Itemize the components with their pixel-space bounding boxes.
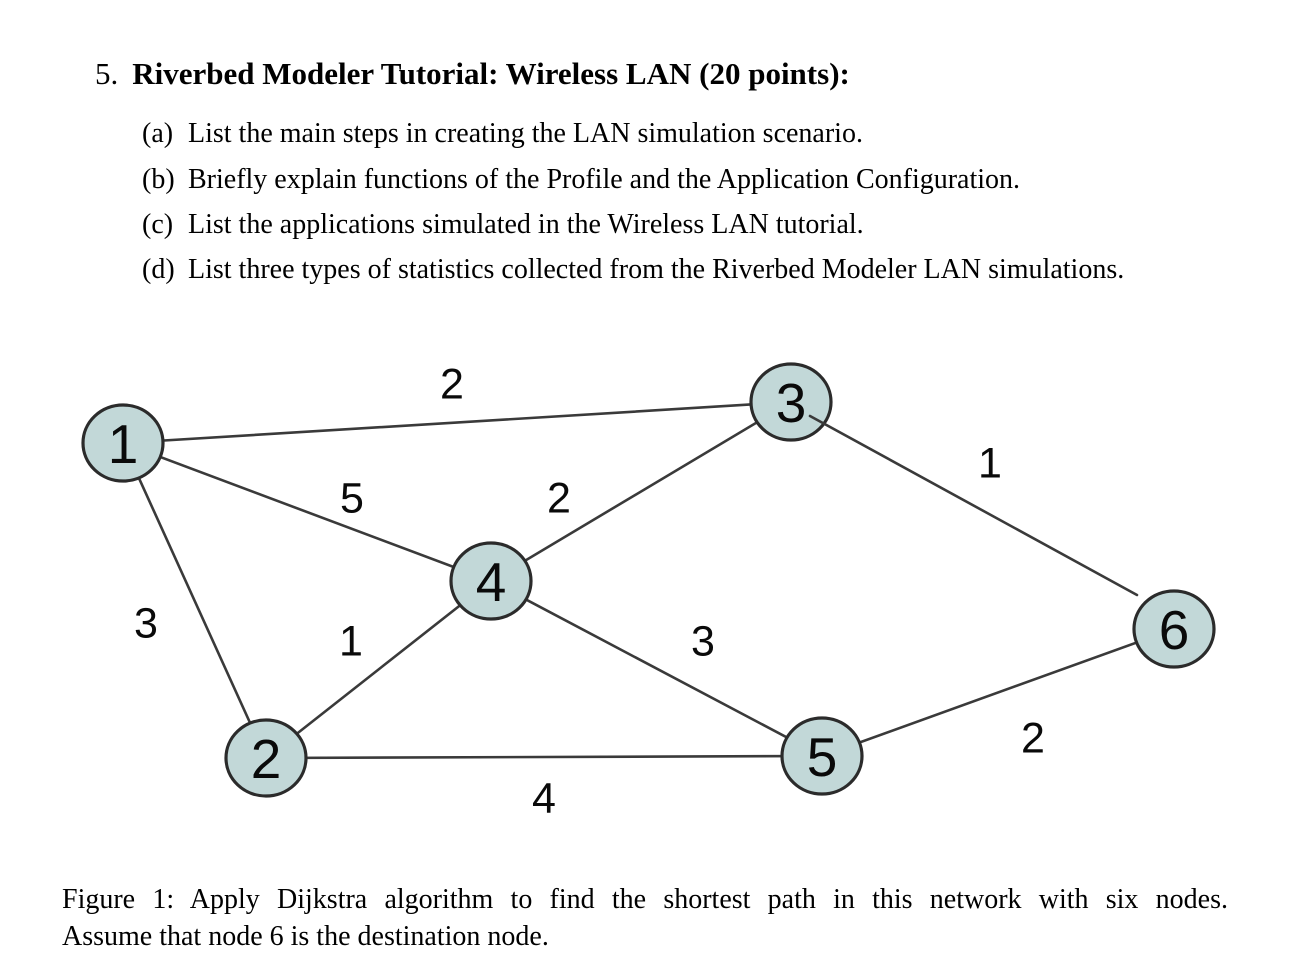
graph-node-1: [81, 403, 165, 483]
graph-node-label-2: 2: [251, 728, 282, 790]
list-item-c-label: (c): [142, 209, 174, 240]
graph-node-label-1: 1: [108, 413, 139, 475]
graph-node-label-3: 3: [776, 372, 807, 434]
edge-weight-2-4: 1: [339, 617, 363, 665]
graph-edge-5-6: [820, 627, 1176, 758]
graph-node-label-5: 5: [807, 726, 838, 788]
graph-nodes-layer: 1 2 3 4 5 6: [81, 362, 1216, 798]
graph-edge-1-2: [121, 441, 268, 760]
graph-node-6: [1132, 589, 1216, 669]
graph-edges-layer: [121, 400, 1176, 760]
list-item-a-text: List the main steps in creating the LAN …: [188, 118, 863, 149]
list-item-d-label: (d): [142, 254, 175, 285]
graph-node-2: [224, 718, 308, 798]
figure-caption-line-1: Figure 1: Apply Dijkstra algorithm to fi…: [62, 884, 1228, 915]
problem-title: Riverbed Modeler Tutorial: Wireless LAN …: [132, 56, 850, 91]
figure-caption-line-2: Assume that node 6 is the destination no…: [62, 921, 549, 952]
edge-weight-2-5: 4: [532, 774, 556, 822]
graph-node-label-4: 4: [476, 551, 507, 613]
problem-heading: 5. Riverbed Modeler Tutorial: Wireless LA…: [95, 56, 850, 92]
graph-edges-top-layer: [808, 414, 1139, 597]
edge-weight-3-4: 2: [547, 474, 571, 522]
edge-weight-4-5: 3: [691, 617, 715, 665]
graph-edge-1-4: [121, 441, 493, 583]
graph-edge-4-5: [489, 579, 824, 758]
list-item-b-label: (b): [142, 164, 175, 195]
edge-weight-1-4: 5: [340, 474, 364, 522]
list-item-a-label: (a): [142, 118, 174, 149]
graph-node-label-6: 6: [1159, 599, 1190, 661]
list-item-c-text: List the applications simulated in the W…: [188, 209, 864, 240]
problem-number: 5.: [95, 56, 119, 91]
graph-edge-1-3: [121, 400, 793, 445]
figure-caption: Figure 1: Apply Dijkstra algorithm to fi…: [62, 881, 1228, 955]
edge-weight-1-2: 3: [134, 599, 158, 647]
graph-node-4: [449, 541, 533, 621]
graph-edge-2-4: [264, 579, 493, 760]
graph-edge-3-6: [808, 414, 1139, 597]
graph-node-5: [780, 716, 864, 796]
graph-edge-2-5: [264, 754, 824, 760]
edge-weight-3-6: 1: [978, 439, 1002, 487]
graph-node-3: [749, 362, 833, 442]
list-item-b-text: Briefly explain functions of the Profile…: [188, 164, 1021, 195]
edge-weight-5-6: 2: [1021, 714, 1045, 762]
graph-edge-3-4: [489, 400, 793, 583]
list-item-d-text: List three types of statistics collected…: [188, 254, 1125, 285]
edge-weight-1-3: 2: [440, 360, 464, 408]
